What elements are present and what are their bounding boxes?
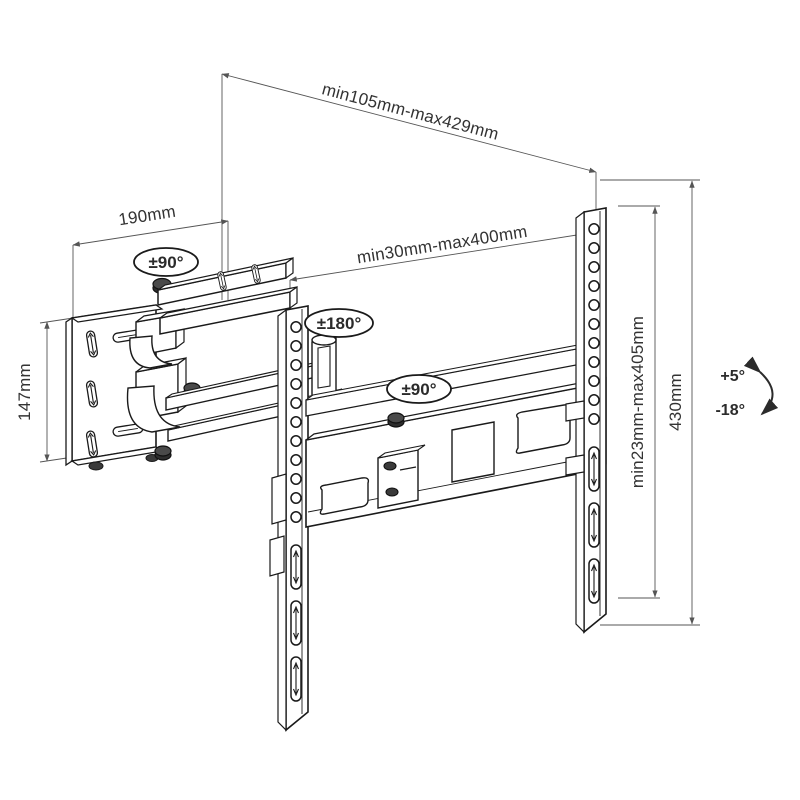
dimension-label-rail-height: 430mm	[666, 373, 685, 431]
tilt-down-label: -18°	[715, 402, 745, 419]
crossbar-swivel-bolt	[387, 412, 405, 428]
dimension-depth-from-wall-range	[618, 205, 660, 599]
rail-crossbar-tab	[565, 400, 585, 476]
tv-rail-right	[575, 207, 607, 634]
tilt-range-indicator: +5° -18°	[715, 356, 779, 419]
rail-bottom-hook	[269, 473, 287, 577]
tv-rail-left	[277, 305, 309, 732]
dimension-label-wall-plate-height: 147mm	[15, 363, 34, 421]
callout-label-1: ±180°	[317, 314, 362, 333]
callout-label-2: ±90°	[401, 380, 436, 399]
dimension-rail-height	[600, 179, 700, 626]
callout-rotation-rail: ±180°	[304, 308, 374, 338]
clamp-hook-upper	[129, 335, 173, 369]
upper-arm	[157, 256, 294, 306]
dimension-label-arm-reach-range: min30mm-max400mm	[356, 222, 529, 267]
dimension-label-wall-plate-width: 190mm	[117, 202, 177, 230]
lower-arm	[159, 285, 298, 335]
tilt-up-label: +5°	[720, 368, 745, 385]
dimension-label-depth-from-wall-range: min23mm-max405mm	[628, 316, 647, 488]
tilt-cylinder	[311, 334, 337, 397]
dimension-label-extension-range: min105mm-max429mm	[320, 79, 501, 144]
callout-label-0: ±90°	[148, 253, 183, 272]
callout-swivel-arm-joint: ±90°	[386, 374, 452, 404]
tilt-lock-mechanism	[377, 444, 426, 509]
callout-swivel-wall-plate: ±90°	[133, 247, 199, 277]
clamp-hook-lower	[126, 385, 181, 433]
pivot-bolt-bottom	[154, 445, 172, 461]
